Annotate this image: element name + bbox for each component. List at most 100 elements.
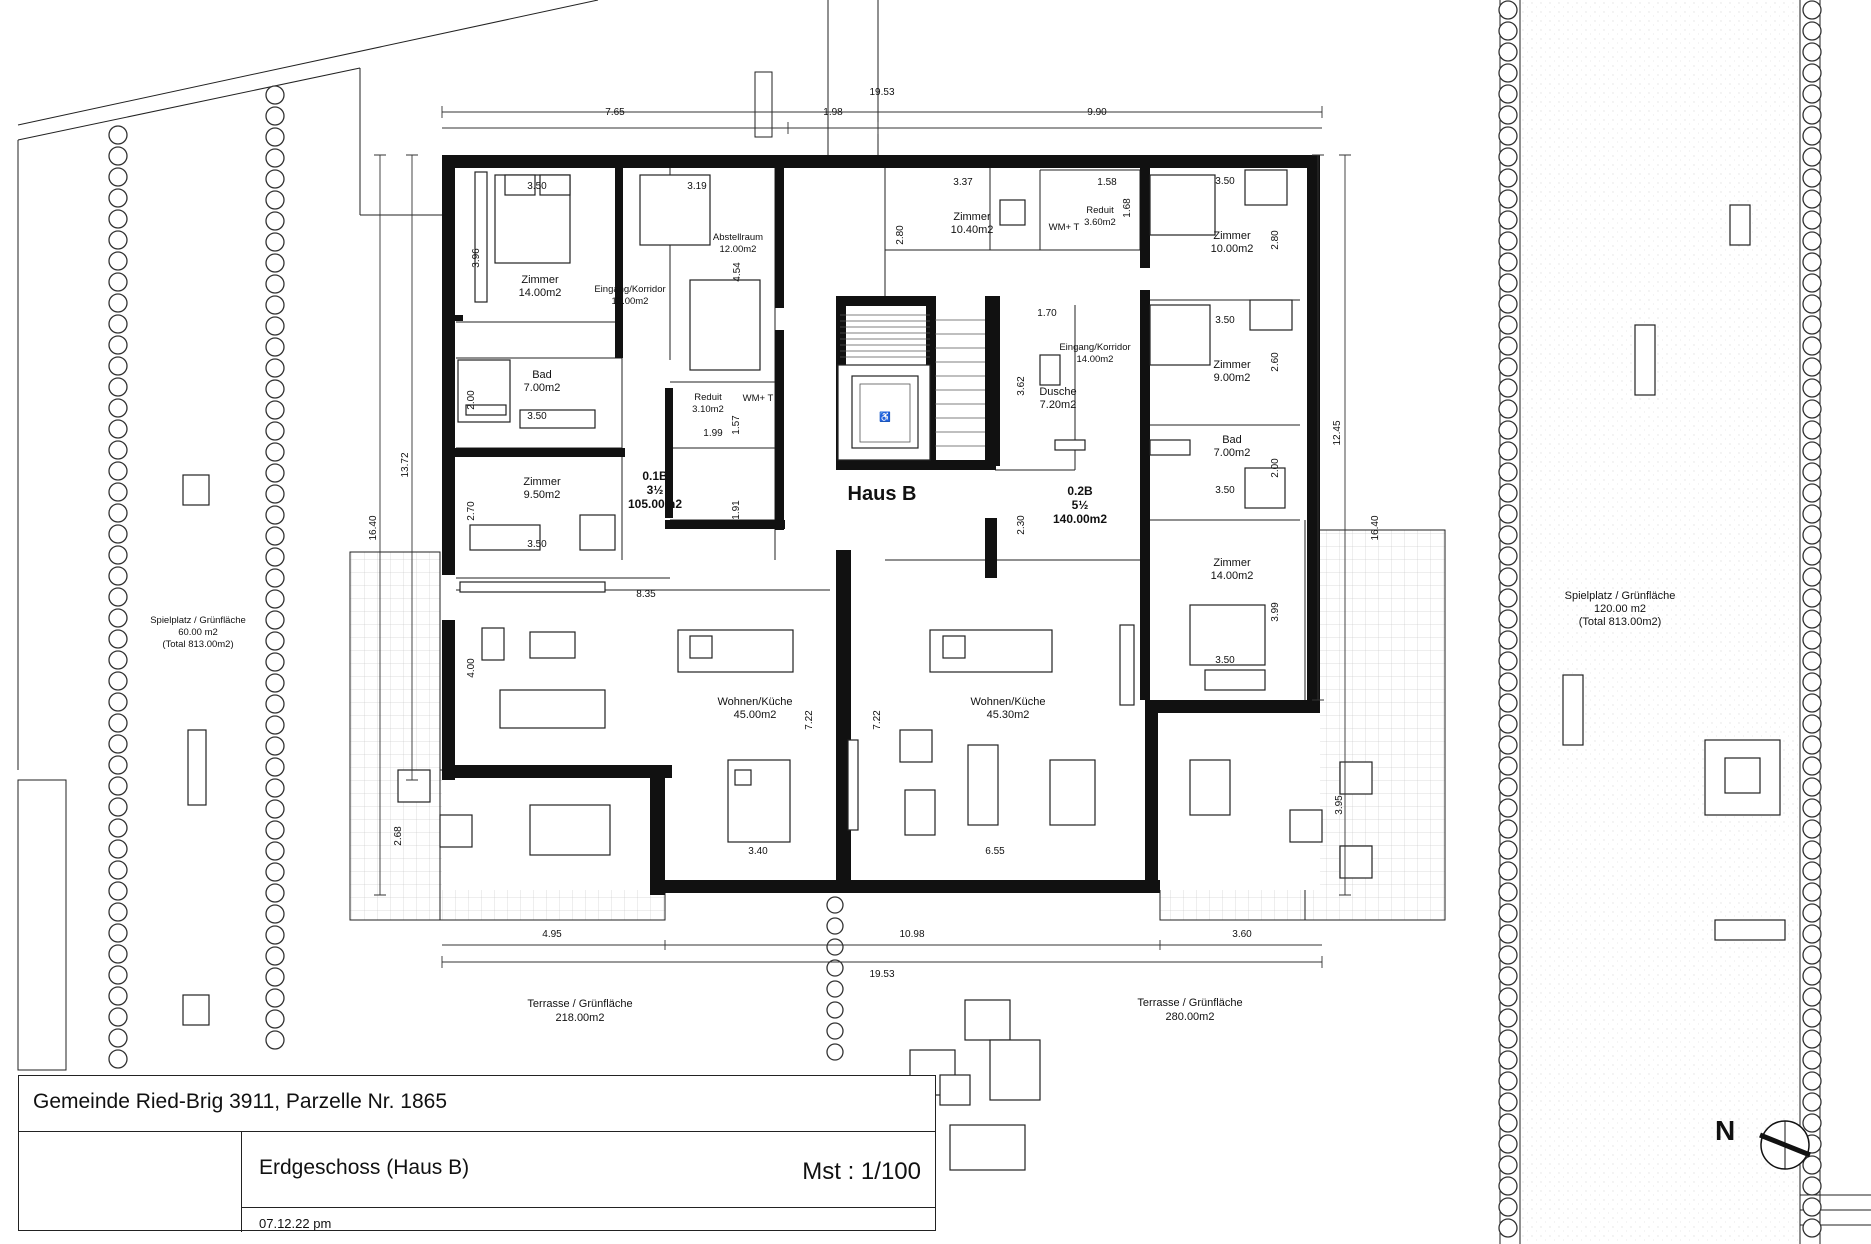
furniture-piece xyxy=(397,769,431,803)
tree-icon xyxy=(1802,63,1822,83)
furniture-piece xyxy=(1204,669,1266,691)
tree-icon xyxy=(1802,588,1822,608)
tree-icon xyxy=(1802,210,1822,230)
tree-icon xyxy=(265,610,285,630)
title-block: Gemeinde Ried-Brig 3911, Parzelle Nr. 18… xyxy=(18,1075,936,1232)
tree-icon xyxy=(1802,861,1822,881)
room-name: Wohnen/Küche xyxy=(970,696,1045,708)
wall-segment xyxy=(665,520,785,529)
furniture-piece xyxy=(734,769,752,786)
tree-icon xyxy=(108,293,128,313)
tree-icon xyxy=(265,715,285,735)
tree-icon xyxy=(1498,147,1518,167)
tree-icon xyxy=(265,505,285,525)
tree-icon xyxy=(108,860,128,880)
scale-label: Mst : 1/100 xyxy=(802,1158,921,1185)
tree-icon xyxy=(1498,1113,1518,1133)
left-green-name: Spielplatz / Grünfläche xyxy=(150,615,246,626)
tree-icon xyxy=(826,959,844,977)
dim-top-total: 19.53 xyxy=(869,87,894,98)
tree-icon xyxy=(265,421,285,441)
tree-icon xyxy=(1498,189,1518,209)
tree-rows xyxy=(108,0,1822,1238)
wm-label: WM+ T xyxy=(743,393,774,404)
tree-icon xyxy=(1498,672,1518,692)
tree-icon xyxy=(1802,777,1822,797)
tree-icon xyxy=(108,986,128,1006)
room-area: 7.20m2 xyxy=(1040,399,1077,411)
furniture-piece xyxy=(942,635,966,659)
tree-icon xyxy=(1802,1155,1822,1175)
tree-icon xyxy=(1802,924,1822,944)
accessibility-icon: ♿ xyxy=(879,411,891,423)
dim-157: 1.57 xyxy=(731,415,742,435)
wall-segment xyxy=(1307,155,1320,700)
tree-icon xyxy=(826,896,844,914)
tree-icon xyxy=(1802,483,1822,503)
title-row-sheet: Erdgeschoss (Haus B) Mst : 1/100 07.12.2… xyxy=(19,1132,935,1232)
wall-segment xyxy=(442,765,672,778)
tree-icon xyxy=(1802,840,1822,860)
tree-icon xyxy=(1802,525,1822,545)
tree-icon xyxy=(108,419,128,439)
tree-icon xyxy=(1802,147,1822,167)
furniture-piece xyxy=(964,999,1011,1041)
tree-icon xyxy=(108,398,128,418)
room-area: 9.00m2 xyxy=(1214,372,1251,384)
dim-655: 6.55 xyxy=(985,846,1005,857)
furniture-piece xyxy=(1289,809,1323,843)
wall-segment xyxy=(985,518,997,578)
tree-icon xyxy=(1802,273,1822,293)
wall-segment xyxy=(665,880,1160,893)
tree-icon xyxy=(265,589,285,609)
room-name: Eingang/Korridor xyxy=(1059,342,1130,353)
tree-icon xyxy=(1802,105,1822,125)
tree-icon xyxy=(1802,693,1822,713)
tree-icon xyxy=(1498,1029,1518,1049)
tree-icon xyxy=(1802,504,1822,524)
walls xyxy=(442,155,1320,895)
tree-icon xyxy=(1498,651,1518,671)
furniture-piece xyxy=(529,804,611,856)
furniture-piece xyxy=(949,1124,1026,1171)
tree-icon xyxy=(265,946,285,966)
wall-segment xyxy=(442,620,455,780)
wall-segment xyxy=(442,155,455,575)
tree-icon xyxy=(265,988,285,1008)
tree-icon xyxy=(1498,420,1518,440)
tree-icon xyxy=(1802,357,1822,377)
tree-icon xyxy=(1498,357,1518,377)
tree-icon xyxy=(108,587,128,607)
furniture-piece xyxy=(1714,919,1786,941)
wall-segment xyxy=(1140,290,1150,700)
tree-icon xyxy=(1802,1218,1822,1238)
dim-722-b: 7.22 xyxy=(872,710,883,730)
dim-350-a: 3.50 xyxy=(527,181,547,192)
wall-segment xyxy=(775,168,784,308)
dim-350-d: 3.50 xyxy=(527,539,547,550)
tree-icon xyxy=(1802,42,1822,62)
wall-segment xyxy=(985,296,997,466)
furniture-piece xyxy=(519,409,596,429)
tree-icon xyxy=(265,862,285,882)
dim-270: 2.70 xyxy=(466,501,477,521)
wall-segment xyxy=(836,550,851,890)
tree-icon xyxy=(1498,0,1518,20)
tree-icon xyxy=(1802,714,1822,734)
furniture-piece xyxy=(1724,757,1761,794)
terrace-right-area: 280.00m2 xyxy=(1166,1011,1215,1023)
tree-icon xyxy=(826,1043,844,1061)
tree-icon xyxy=(1498,21,1518,41)
tree-icon xyxy=(265,547,285,567)
tree-icon xyxy=(265,925,285,945)
furniture-piece xyxy=(904,789,936,836)
dim-bottom-c: 3.60 xyxy=(1232,929,1252,940)
tree-icon xyxy=(1498,441,1518,461)
tree-icon xyxy=(108,566,128,586)
tree-icon xyxy=(826,938,844,956)
tree-icon xyxy=(1498,714,1518,734)
dim-230: 2.30 xyxy=(1016,515,1027,535)
tree-icon xyxy=(108,944,128,964)
tree-icon xyxy=(1498,924,1518,944)
